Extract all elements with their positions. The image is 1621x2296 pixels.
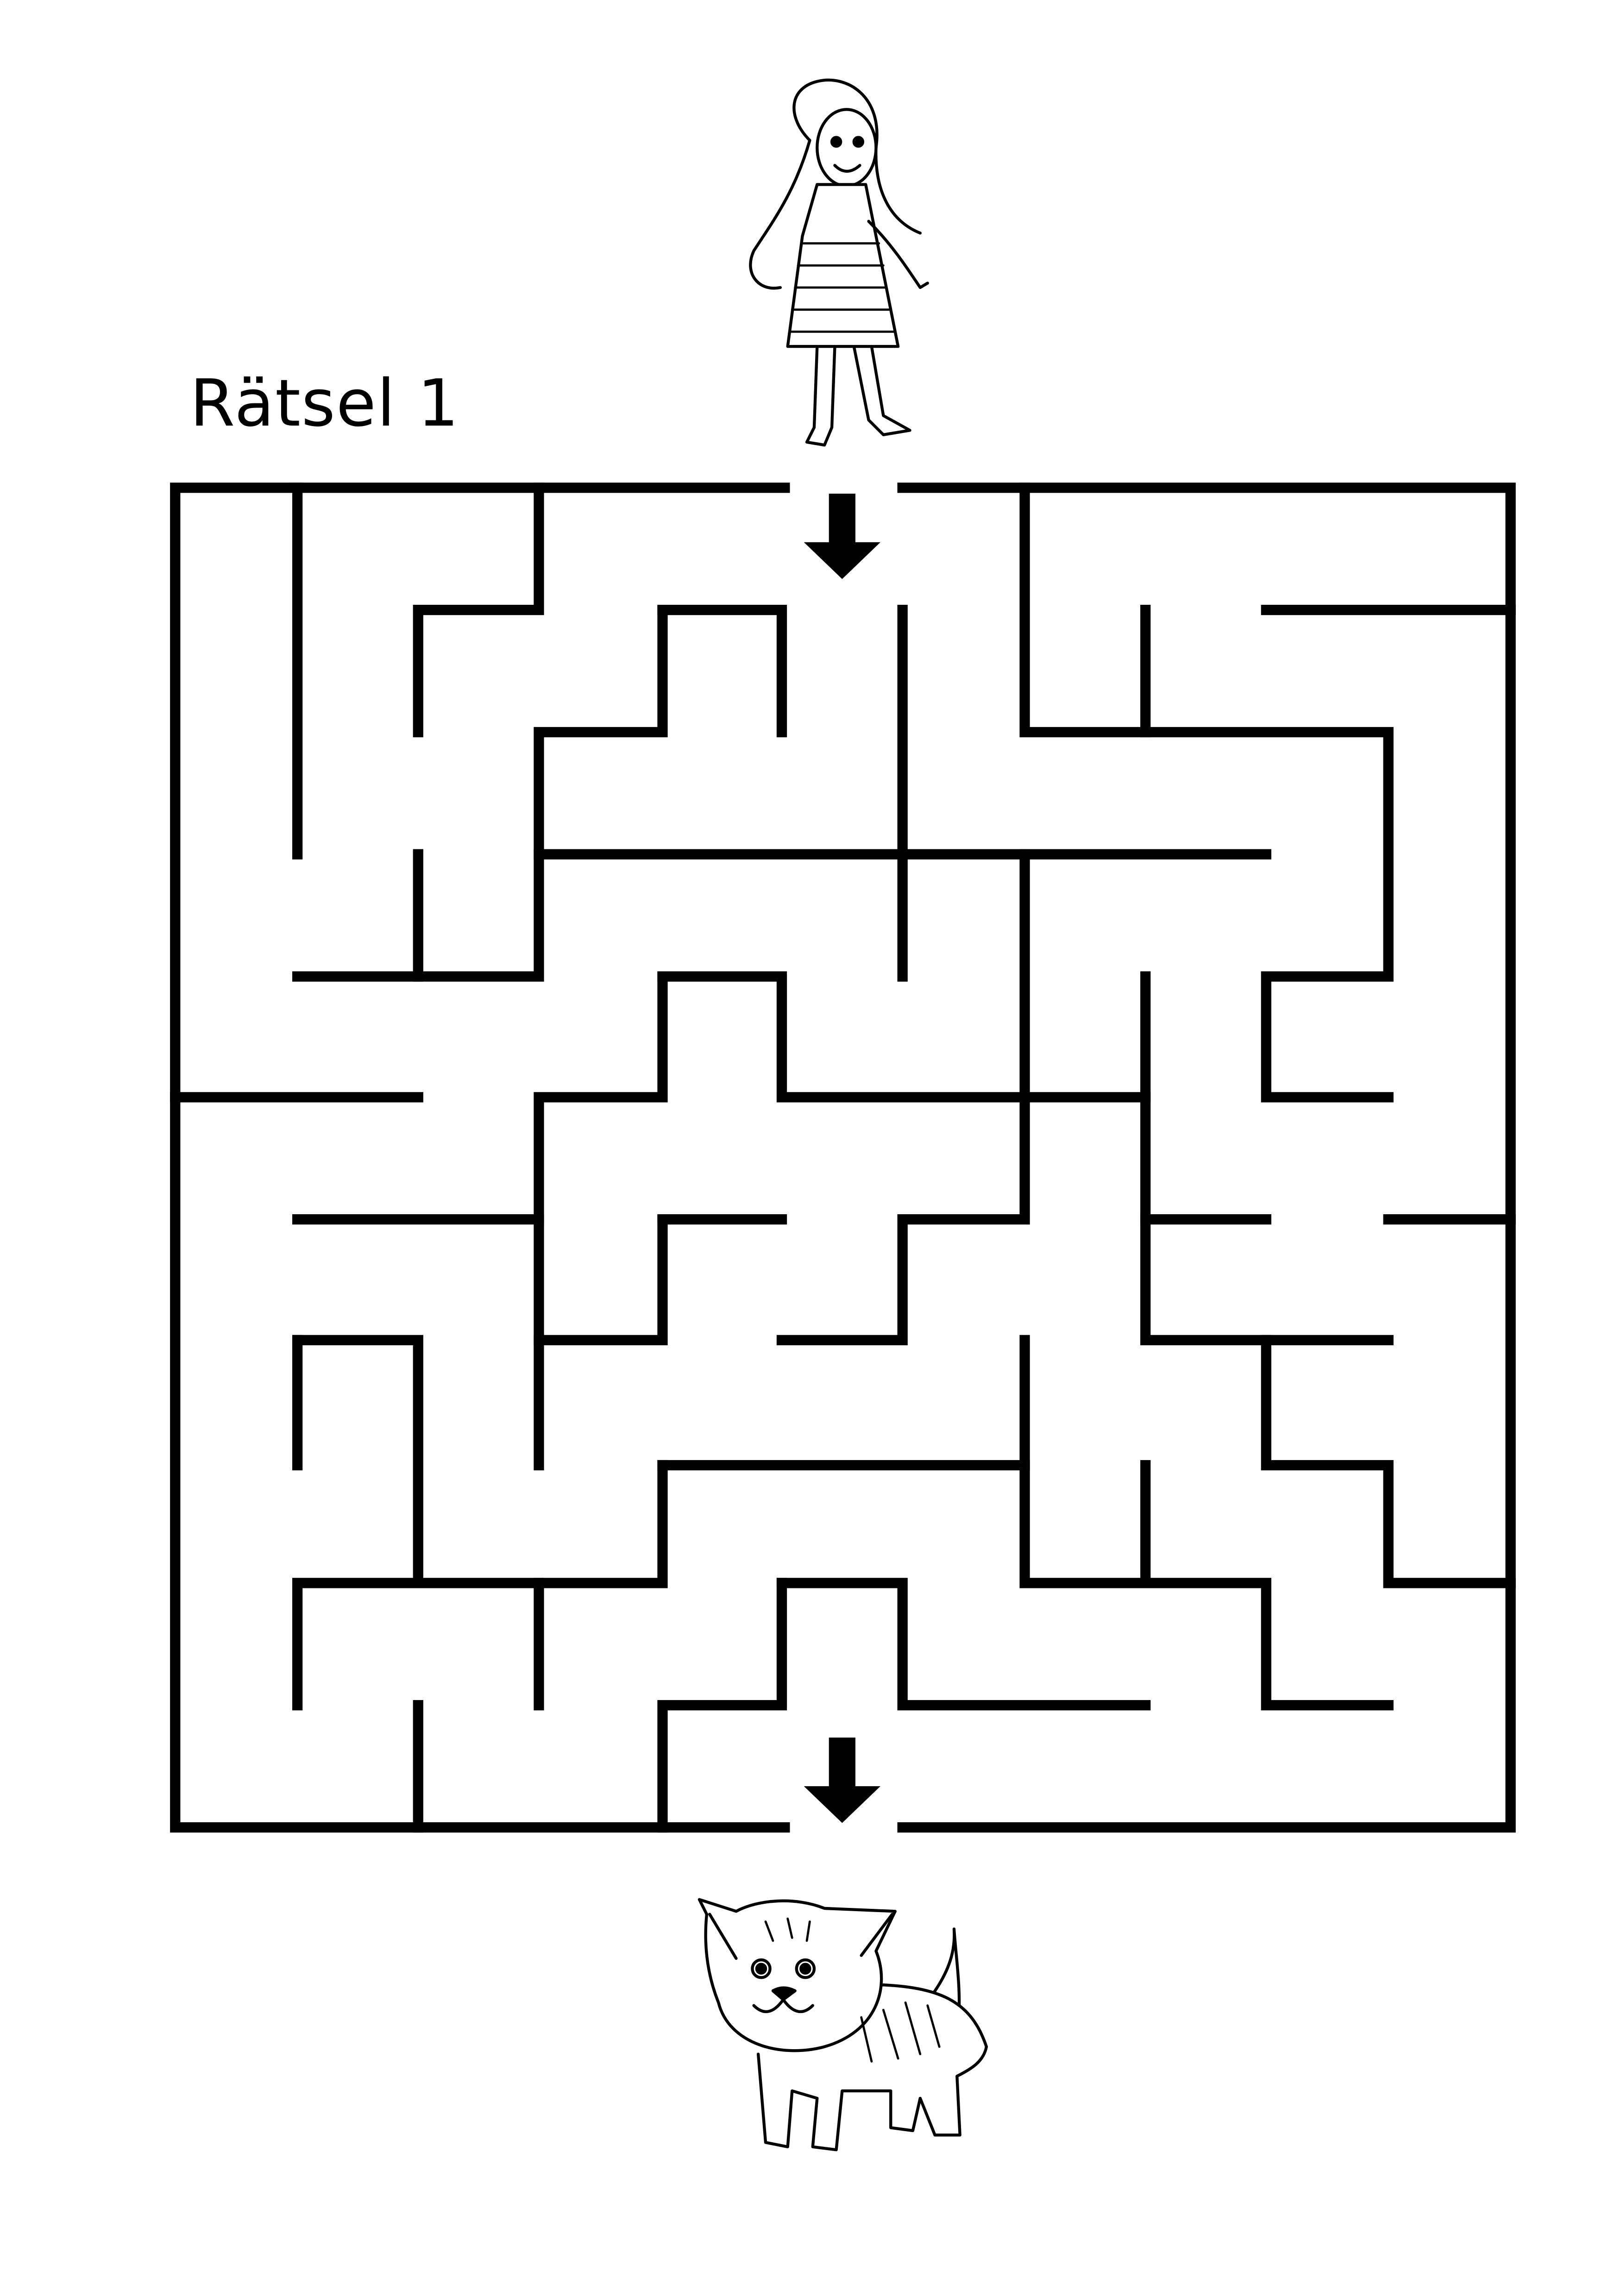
kitten-character bbox=[697, 1898, 988, 2152]
maze-wall bbox=[534, 1214, 668, 1345]
maze-wall bbox=[1140, 1092, 1394, 1345]
maze-wall bbox=[776, 1578, 1151, 1711]
maze-wall bbox=[292, 1460, 668, 1711]
puzzle-title: Rätsel 1 bbox=[190, 366, 460, 441]
maze-wall bbox=[657, 971, 1151, 1103]
maze-wall bbox=[776, 849, 1030, 1345]
maze-wall bbox=[657, 604, 787, 738]
maze-wall bbox=[657, 1578, 787, 1833]
girl-character bbox=[749, 78, 929, 447]
maze-wall bbox=[292, 1335, 423, 1588]
maze-wall bbox=[292, 604, 668, 982]
maze-walls bbox=[170, 483, 1516, 1833]
maze-wall bbox=[413, 483, 544, 738]
entrance-arrow-icon bbox=[804, 493, 880, 579]
maze-wall bbox=[1261, 1335, 1516, 1588]
exit-arrow-icon bbox=[804, 1738, 880, 1823]
maze-wall bbox=[534, 971, 668, 1471]
maze-outer-wall bbox=[897, 483, 1516, 1833]
maze-wall bbox=[1019, 483, 1394, 1103]
maze-wall bbox=[1019, 1335, 1394, 1711]
maze-outer-wall bbox=[170, 483, 790, 1833]
